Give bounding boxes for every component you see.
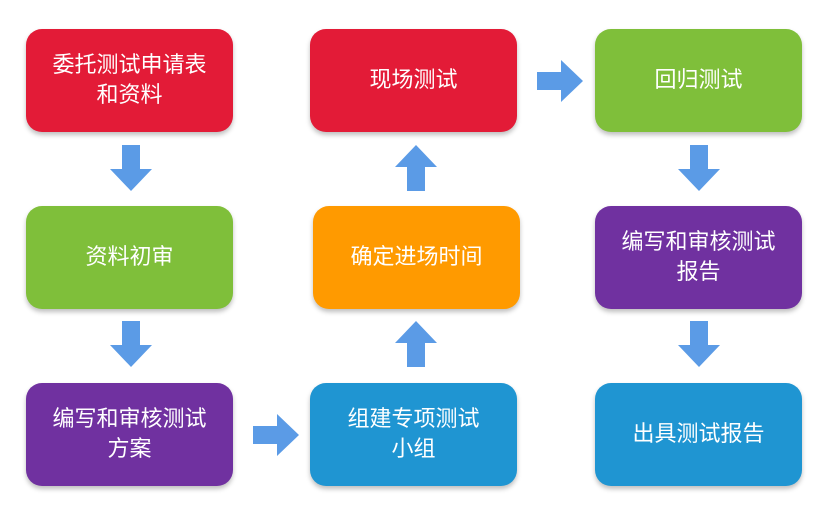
step-report-issue-label: 出具测试报告 [632,421,765,447]
arrow-right-icon [537,58,583,104]
arrow-up-icon [393,321,439,367]
step-commission-box: 委托测试申请表 和资料 [26,29,233,132]
step-plan-label: 编写和审核测试 方案 [52,406,207,462]
step-schedule-label: 确定进场时间 [350,244,483,270]
step-initial-review-label: 资料初审 [85,244,174,270]
step-plan-box: 编写和审核测试 方案 [26,383,233,486]
arrow-down-icon [676,145,722,191]
arrow-down-icon [108,145,154,191]
step-onsite-box: 现场测试 [310,29,517,132]
step-team-label: 组建专项测试 小组 [347,406,480,462]
step-team-box: 组建专项测试 小组 [310,383,517,486]
step-initial-review-box: 资料初审 [26,206,233,309]
arrow-down-icon [676,321,722,367]
step-report-issue-box: 出具测试报告 [595,383,802,486]
step-report-write-box: 编写和审核测试 报告 [595,206,802,309]
step-onsite-label: 现场测试 [369,67,458,93]
step-regression-box: 回归测试 [595,29,802,132]
step-report-write-label: 编写和审核测试 报告 [621,229,776,285]
step-regression-label: 回归测试 [654,67,743,93]
step-commission-label: 委托测试申请表 和资料 [52,52,207,108]
arrow-up-icon [393,145,439,191]
arrow-down-icon [108,321,154,367]
arrow-right-icon [253,412,299,458]
step-schedule-box: 确定进场时间 [313,206,520,309]
